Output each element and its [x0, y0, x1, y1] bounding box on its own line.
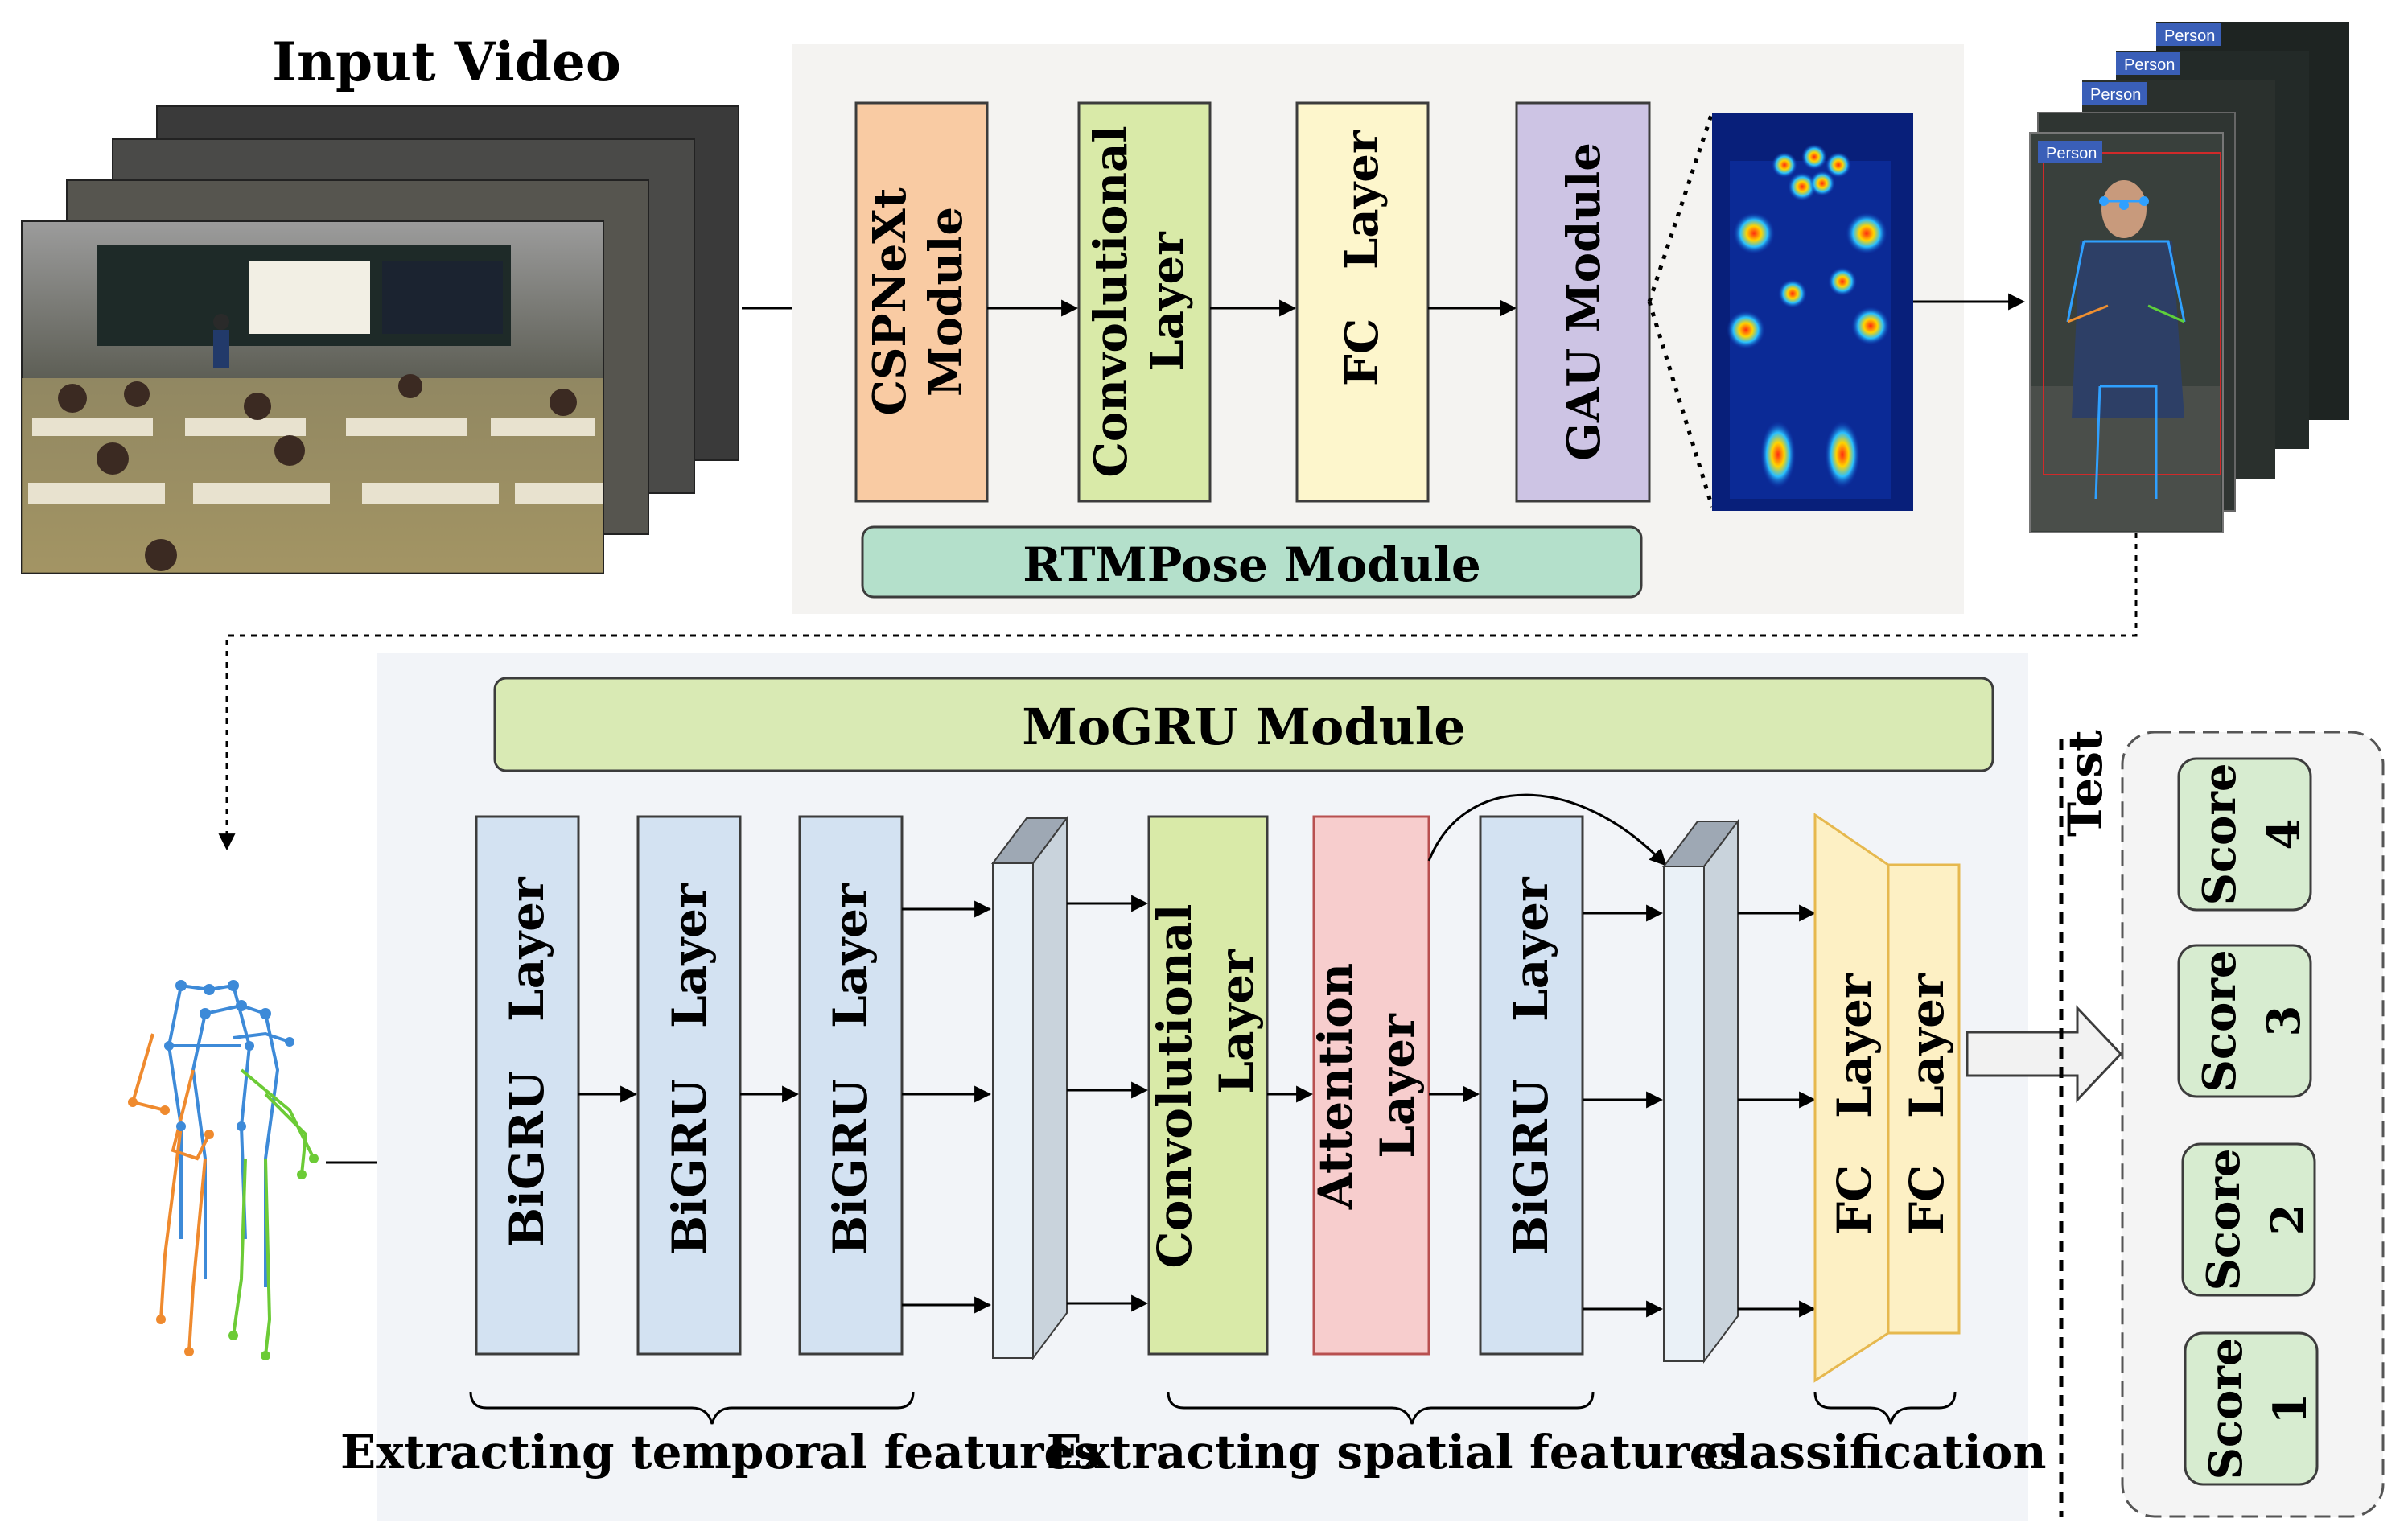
- caption-classification: classification: [1702, 1425, 2046, 1480]
- brace-temporal: [469, 1391, 915, 1425]
- mogru-label: MoGRU Module: [1022, 698, 1466, 756]
- bigru-layer-4: BiGRU Layer: [1479, 815, 1584, 1356]
- mogru-label-bar: MoGRU Module: [493, 677, 1994, 772]
- bigru-2-sublabel: Layer: [662, 883, 717, 1028]
- bigru-3-sublabel: Layer: [823, 883, 878, 1028]
- pose-frames-stack: Person Person Person Person: [2029, 22, 2349, 533]
- attention-layer-block: Attention Layer: [1308, 815, 1430, 1356]
- fc-2-label: FC: [1900, 1165, 1954, 1235]
- score-card-4: Score 4: [2177, 757, 2312, 912]
- detection-label-2: Person: [2090, 86, 2141, 104]
- bigru-4-sublabel: Layer: [1504, 876, 1558, 1022]
- gau-module-block: GAU Module: [1515, 101, 1651, 503]
- mogru-conv-sublabel: Layer: [1209, 949, 1264, 1094]
- score-1-word: Score: [2200, 1337, 2253, 1480]
- cspnext-label: CSPNeXt: [863, 187, 916, 415]
- bigru-2-label: BiGRU: [662, 1079, 717, 1255]
- rtmpose-conv-layer-block: Convolutional Layer: [1077, 101, 1212, 503]
- bigru-1-label: BiGRU: [500, 1071, 554, 1247]
- output-arrow: [1966, 1005, 2123, 1103]
- score-1-num: 1: [2264, 1393, 2317, 1425]
- concat-block-2: [1662, 819, 1739, 1364]
- score-3-word: Score: [2193, 949, 2246, 1092]
- detection-label-4: Person: [2164, 27, 2215, 45]
- rtmpose-fc-label: FC: [1336, 319, 1389, 386]
- score-4-word: Score: [2193, 763, 2246, 905]
- fc-2-sublabel: Layer: [1900, 973, 1954, 1118]
- bigru-1-sublabel: Layer: [500, 876, 554, 1022]
- score-card-1: Score 1: [2184, 1331, 2319, 1486]
- detection-label-1: Person: [2046, 145, 2097, 163]
- front-pose-frame: Person: [2029, 132, 2224, 533]
- bigru-layer-2: BiGRU Layer: [636, 815, 742, 1356]
- rtmpose-fc-sublabel: Layer: [1336, 129, 1389, 270]
- gau-label: GAU Module: [1558, 142, 1611, 461]
- brace-classification: [1813, 1391, 1957, 1425]
- caption-temporal: Extracting temporal features: [340, 1425, 1100, 1480]
- caption-spatial: Extracting spatial features: [1047, 1425, 1746, 1480]
- bigru-layer-1: BiGRU Layer: [475, 815, 580, 1356]
- fc-1-sublabel: Layer: [1827, 973, 1882, 1118]
- score-card-2: Score 2: [2181, 1142, 2316, 1297]
- test-label: Test: [2058, 730, 2113, 837]
- skeleton-sequence-graphic: [128, 980, 319, 1360]
- cspnext-sublabel: Module: [920, 207, 973, 397]
- score-2-num: 2: [2262, 1204, 2315, 1236]
- classifier-fc-block: FC Layer FC Layer: [1813, 813, 1961, 1383]
- brace-spatial: [1167, 1391, 1595, 1425]
- rtmpose-conv-sublabel: Layer: [1141, 231, 1194, 372]
- rtmpose-label: RTMPose Module: [1023, 537, 1481, 592]
- mogru-conv-label: Convolutional: [1147, 904, 1202, 1269]
- bigru-3-label: BiGRU: [823, 1079, 878, 1255]
- rtmpose-fc-layer-block: FC Layer: [1295, 101, 1430, 503]
- score-4-num: 4: [2258, 819, 2311, 850]
- video-frames-stack: [21, 105, 739, 574]
- score-card-3: Score 3: [2177, 944, 2312, 1098]
- bigru-4-label: BiGRU: [1504, 1079, 1558, 1255]
- input-video-title: Input Video: [272, 31, 621, 93]
- bigru-layer-3: BiGRU Layer: [798, 815, 904, 1356]
- attention-sublabel: Layer: [1370, 1013, 1425, 1159]
- detection-label-3: Person: [2124, 56, 2175, 74]
- fc-1-label: FC: [1827, 1165, 1882, 1235]
- score-2-word: Score: [2197, 1148, 2250, 1290]
- rtmpose-label-bar: RTMPose Module: [861, 525, 1643, 599]
- concat-block-1: [991, 816, 1068, 1360]
- score-3-num: 3: [2258, 1006, 2311, 1037]
- cspnext-module-block: CSPNeXt Module: [854, 101, 989, 503]
- mogru-conv-layer-block: Convolutional Layer: [1147, 815, 1269, 1356]
- attention-label: Attention: [1308, 963, 1363, 1210]
- heatmap-image: [1712, 113, 1913, 511]
- score-panel: [2121, 731, 2385, 1518]
- classroom-frame: [21, 220, 604, 574]
- rtmpose-conv-label: Convolutional: [1085, 126, 1138, 477]
